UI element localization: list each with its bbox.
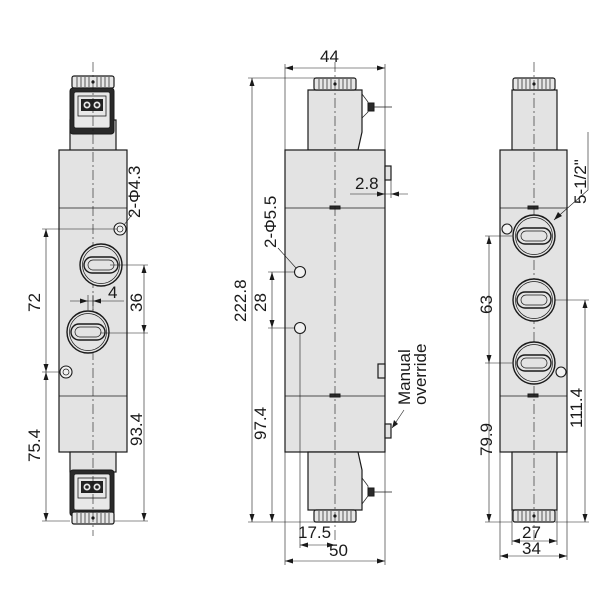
mount-hole-lower: [555, 366, 567, 378]
left-view: 2-Φ4.3 72 4 36 75.4 93.4: [25, 62, 148, 536]
manual-override-top: [384, 165, 392, 181]
dim-mount-hole: 2-Φ4.3: [125, 166, 144, 218]
connector-plug-top: [69, 87, 115, 135]
dim-lower-to-port: 93.4: [127, 413, 146, 446]
dim-hole-pitch: 28: [251, 293, 270, 312]
dim-hole-offset: 17.5: [298, 523, 331, 542]
dim-port-pitch: 36: [127, 293, 146, 312]
dim-lower-to-hole: 75.4: [25, 429, 44, 462]
coil-top: [511, 89, 558, 151]
mount-hole-lower: [59, 365, 73, 379]
dim-port-thread: 5-1/2": [571, 159, 590, 204]
port-2: [512, 278, 556, 322]
mount-hole-upper: [293, 265, 307, 279]
dim-overall-length: 222.8: [231, 279, 250, 322]
mount-hole-lower: [293, 321, 307, 335]
dim-body-width: 50: [329, 541, 348, 560]
dim-hole-height: 97.4: [251, 407, 270, 440]
dim-top-width: 44: [320, 47, 339, 66]
center-view: 44 222.8 28 97.4 2-Φ5.5 2.8 17.5: [231, 47, 430, 565]
connector-plug-bottom: [69, 469, 115, 517]
dim-lower-to-port: 79.9: [477, 423, 496, 456]
manual-override-label-line2: override: [411, 344, 430, 405]
dim-lower-to-center: 111.4: [567, 388, 586, 428]
dim-override-offset: 2.8: [355, 174, 379, 193]
dim-port-spacing: 72: [25, 293, 44, 312]
port-3: [512, 341, 556, 385]
port-lower: [66, 310, 110, 354]
dim-body-width: 34: [522, 539, 541, 558]
dim-coil-width: 27: [522, 523, 541, 542]
dim-port-offset: 4: [108, 283, 117, 302]
dim-port-spacing: 63: [477, 295, 496, 314]
dim-mount-hole: 2-Φ5.5: [261, 196, 280, 248]
port-1: [512, 214, 556, 258]
mount-hole-upper: [501, 223, 513, 235]
manual-override-label-line1: Manual: [395, 349, 414, 405]
manual-override-bottom: [384, 423, 392, 439]
coil-bottom: [511, 451, 558, 511]
right-view: 5-1/2" 63 79.9 111.4 27 34: [477, 62, 590, 560]
